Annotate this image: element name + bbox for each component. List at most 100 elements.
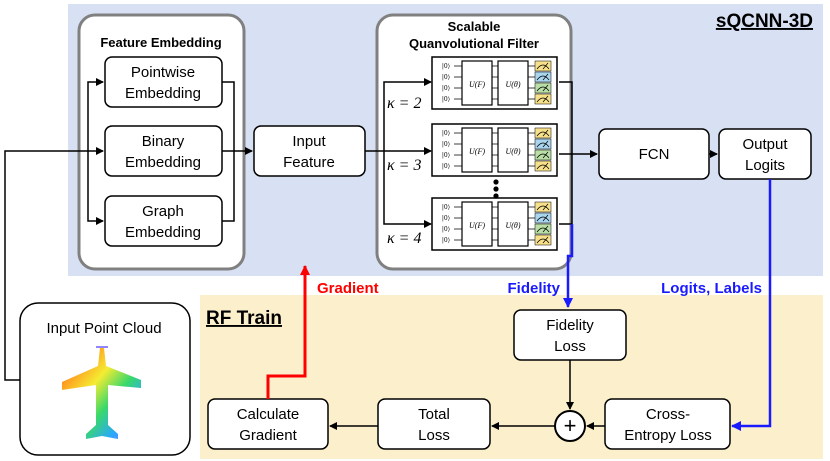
sum-node-symbol: +	[564, 413, 577, 438]
gate-utheta-label: U(θ)	[505, 147, 520, 156]
edge-filter-merge	[559, 81, 573, 225]
measurement-meter	[534, 138, 552, 150]
meter-needle	[542, 225, 549, 233]
cross-entropy-line1: Cross-	[646, 406, 690, 423]
measurement-meter	[534, 82, 552, 94]
measurement-meter	[534, 149, 552, 161]
fidelity-arrow	[563, 224, 574, 308]
graph-embedding-line2: Embedding	[125, 224, 201, 241]
edge-filter-branch-k2	[383, 78, 432, 151]
output-logits-line2: Logits	[745, 157, 785, 174]
gate-utheta	[497, 201, 529, 247]
gate-utheta	[497, 60, 529, 106]
meter-arc	[536, 75, 550, 81]
logits-labels-edge-label: Logits, Labels	[661, 280, 762, 297]
qubit-ket: |0⟩	[442, 237, 450, 244]
meter-arc	[536, 238, 550, 244]
meter-needle	[542, 140, 549, 148]
filter-title-line2: Quanvolutional Filter	[409, 36, 539, 51]
meter-arc	[536, 227, 550, 233]
kappa-label-2: κ = 2	[387, 95, 421, 112]
meter-arc	[536, 205, 550, 211]
meter-arc	[536, 164, 550, 170]
cross-entropy-line2: Entropy Loss	[624, 427, 712, 444]
graph-embedding-line1: Graph	[142, 203, 184, 220]
gate-uf	[461, 127, 493, 173]
measurement-meter	[534, 212, 552, 224]
kappa-label-3: κ = 3	[387, 157, 421, 174]
meter-needle	[542, 73, 549, 81]
input-feature-line2: Feature	[283, 154, 335, 171]
edge-branch-to-pointwise	[87, 78, 104, 151]
measurement-meter	[534, 93, 552, 105]
meter-arc	[536, 216, 550, 222]
gradient-edge-label: Gradient	[317, 280, 379, 297]
circuit-kappa-3: |0⟩ |0⟩ |0⟩ |0⟩ U(F) U(θ)	[431, 123, 558, 177]
fcn-label: FCN	[639, 146, 670, 163]
qubit-ket: |0⟩	[442, 226, 450, 233]
qubit-ket: |0⟩	[442, 141, 450, 148]
gate-utheta-label: U(θ)	[505, 221, 520, 230]
qubit-ket: |0⟩	[442, 74, 450, 81]
measurement-meter	[534, 60, 552, 72]
filter-title-line1: Scalable	[448, 19, 501, 34]
meter-needle	[542, 162, 549, 170]
circuit-kappa-4: |0⟩ |0⟩ |0⟩ |0⟩ U(F) U(θ)	[431, 197, 558, 251]
qubit-ket: |0⟩	[442, 215, 450, 222]
edge-filter-branch-k4	[383, 151, 432, 228]
meter-needle	[542, 151, 549, 159]
binary-embedding-line1: Binary	[142, 133, 185, 150]
kappa-label-4: κ = 4	[387, 230, 421, 247]
total-loss-line2: Loss	[418, 427, 450, 444]
total-loss-line1: Total	[418, 406, 450, 423]
meter-arc	[536, 97, 550, 103]
feature-embedding-title: Feature Embedding	[100, 35, 221, 50]
gate-uf-label: U(F)	[469, 221, 485, 230]
pointwise-embedding-line1: Pointwise	[131, 64, 195, 81]
input-point-cloud-label: Input Point Cloud	[46, 320, 161, 337]
gate-uf	[461, 201, 493, 247]
qubit-ket: |0⟩	[442, 204, 450, 211]
calculate-gradient-line2: Gradient	[239, 427, 297, 444]
gradient-arrow	[266, 265, 310, 399]
measurement-meter	[534, 71, 552, 83]
ellipsis-dots	[493, 179, 499, 199]
qubit-ket: |0⟩	[442, 85, 450, 92]
model-panel-title: sQCNN-3D	[716, 11, 813, 32]
meter-arc	[536, 131, 550, 137]
gate-uf	[461, 60, 493, 106]
calculate-gradient-line1: Calculate	[237, 406, 300, 423]
cross-entropy-loss-box	[604, 398, 731, 450]
gate-utheta-label: U(θ)	[505, 80, 520, 89]
logits-labels-arrow	[731, 179, 772, 431]
meter-needle	[542, 214, 549, 222]
measurement-meter	[534, 234, 552, 246]
meter-needle	[542, 84, 549, 92]
meter-needle	[542, 236, 549, 244]
gate-uf-label: U(F)	[469, 147, 485, 156]
gate-uf-label: U(F)	[469, 80, 485, 89]
meter-arc	[536, 64, 550, 70]
qubit-ket: |0⟩	[442, 63, 450, 70]
circuit-kappa-2: |0⟩|0⟩|0⟩|0⟩U(F)U(θ)	[431, 56, 558, 110]
total-loss-box	[377, 398, 491, 450]
qubit-ket: |0⟩	[442, 163, 450, 170]
measurement-meter	[534, 127, 552, 139]
fidelity-loss-line1: Fidelity	[546, 317, 594, 334]
connectors	[4, 78, 718, 430]
meter-needle	[542, 203, 549, 211]
qubit-ket: |0⟩	[442, 152, 450, 159]
meter-arc	[536, 153, 550, 159]
edge-pointcloud-to-binary	[4, 147, 104, 381]
measurement-meter	[534, 201, 552, 213]
edge-branch-to-graph	[87, 151, 104, 225]
measurement-meter	[534, 160, 552, 172]
train-panel-title: RF Train	[206, 308, 282, 329]
measurement-meter	[534, 223, 552, 235]
meter-arc	[536, 86, 550, 92]
meter-needle	[542, 62, 549, 70]
output-logits-box	[718, 128, 812, 180]
output-logits-line1: Output	[742, 136, 788, 153]
qubit-ket: |0⟩	[442, 130, 450, 137]
